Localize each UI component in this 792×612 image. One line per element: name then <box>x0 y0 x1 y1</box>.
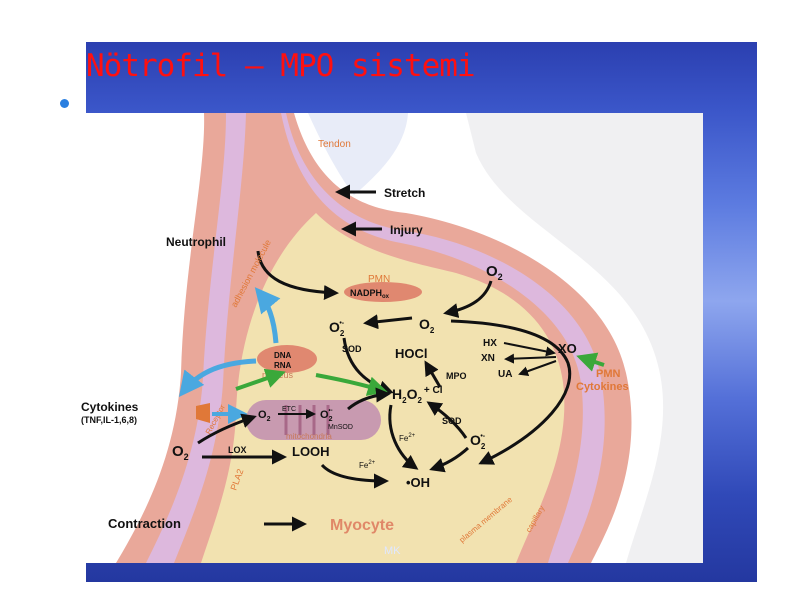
etc-label: ETC <box>282 406 296 413</box>
h2o2-label: H2O2+ Cl <box>392 385 443 405</box>
oxygen-mito-label: O2 <box>258 409 271 423</box>
xo-label: XO <box>558 341 577 356</box>
tendon <box>308 113 408 195</box>
hocl-label: HOCl <box>395 346 428 361</box>
cytokines-right-label: Cytokines <box>576 381 629 393</box>
nucleus-to-adhesion-arrow <box>254 287 281 344</box>
superoxide-right-to-h2o2-arrow <box>426 401 468 439</box>
looh-label: LOOH <box>292 444 330 459</box>
oxygen-bottom-label: O2 <box>172 443 189 462</box>
bullet-point <box>60 99 69 108</box>
nadph-oxidase-ellipse <box>344 282 422 302</box>
diagram-svg: Tendon Stretch Injury Neutrophil adhesio… <box>81 113 703 563</box>
myocyte-label: Myocyte <box>330 517 394 534</box>
oxygen-to-mito-arrow <box>197 413 257 445</box>
xn-arrow <box>504 353 557 364</box>
mpo-label: MPO <box>446 371 467 381</box>
lox-label: LOX <box>228 445 247 455</box>
tissue-background <box>466 113 703 563</box>
receptor-shape <box>196 403 210 423</box>
h2o2-to-oh-arrow <box>388 404 419 470</box>
dna-label: DNA <box>274 351 292 360</box>
nucleus-to-cytokines-arrow <box>178 358 257 397</box>
diagram-panel: Tendon Stretch Injury Neutrophil adhesio… <box>81 113 703 563</box>
superoxide-right-label: O2•- <box>470 432 486 451</box>
nucleus-ellipse <box>257 345 317 373</box>
nadph-to-superoxide-arrow <box>363 314 413 330</box>
tendon-label: Tendon <box>318 139 351 150</box>
superoxide-mito-label: O2•- <box>320 408 333 423</box>
watermark: MK <box>384 545 401 557</box>
fe-left-label: Fe2+ <box>399 433 416 443</box>
cytokines-left-label: Cytokines <box>81 400 139 414</box>
pmn-top-label: PMN <box>368 274 390 285</box>
mpo-arrow <box>424 360 442 388</box>
xo-to-superoxide-arrow <box>450 319 572 465</box>
slide-title: Nötrofil – MPO sistemi <box>86 48 476 84</box>
contraction-label: Contraction <box>108 516 181 531</box>
oxygen-to-o2-arrow <box>443 280 493 318</box>
hydroxyl-label: •OH <box>406 475 430 490</box>
nadph-oxidase-label: NADPHox <box>350 288 390 300</box>
mitochondria-label: mitochondria <box>286 432 332 441</box>
cytokines-to-nucleus-arrow <box>235 368 286 391</box>
xn-label: XN <box>481 353 495 364</box>
oxygen-mid-label: O2 <box>419 316 435 335</box>
sod-left-label: SOD <box>342 344 362 354</box>
oxygen-top-label: O2 <box>486 263 503 282</box>
superoxide-to-oh-arrow <box>429 446 470 473</box>
cytokines-to-xo-arrow <box>576 352 605 372</box>
ua-label: UA <box>498 369 512 380</box>
rna-label: RNA <box>274 361 292 370</box>
neutrophil-label: Neutrophil <box>166 235 226 249</box>
looh-to-oh-arrow <box>320 463 389 489</box>
pmn-right-label: PMN <box>596 368 621 380</box>
mnsod-label: MnSOD <box>328 424 353 431</box>
injury-label: Injury <box>390 223 423 237</box>
hx-label: HX <box>483 338 497 349</box>
fe-bottom-label: Fe2+ <box>359 460 376 470</box>
hx-arrow <box>503 342 556 357</box>
neutrophil-arrow <box>256 250 339 301</box>
superoxide-left-label: O2•- <box>329 319 345 338</box>
cytokines-list-label: (TNF,IL-1,6,8) <box>81 415 137 425</box>
ua-arrow <box>518 360 557 376</box>
stretch-label: Stretch <box>384 186 425 200</box>
mito-to-h2o2-arrow <box>347 387 391 411</box>
